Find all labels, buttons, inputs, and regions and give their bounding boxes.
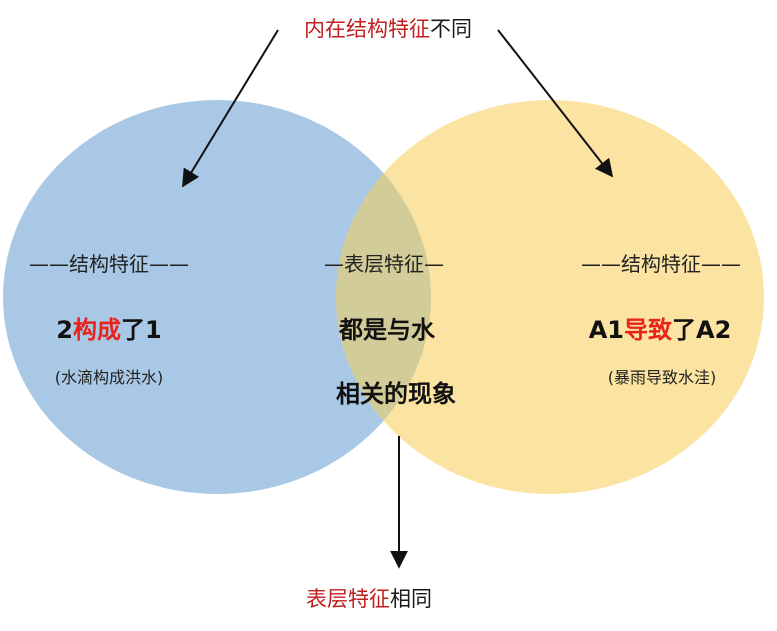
right-relation-a: A1 [588,316,624,344]
bottom-caption: 表层特征相同 [306,583,432,613]
arrow-top-right [497,29,614,178]
bottom-caption-rest: 相同 [390,587,432,611]
middle-line-2: 相关的现象 [336,380,456,408]
right-structure-label: ——结构特征—— [581,252,741,276]
left-circle [3,100,431,494]
top-caption-rest: 不同 [430,17,472,41]
right-relation: A1导致了A2 [589,310,732,345]
top-caption: 内在结构特征不同 [304,13,472,43]
middle-surface-label: —表层特征— [324,252,444,276]
middle-line-1: 都是与水 [339,316,435,344]
top-caption-highlight: 内在结构特征 [304,17,430,41]
right-relation-b: 了A2 [672,316,732,344]
right-circle [336,100,764,494]
left-relation-a: 2 [56,316,73,344]
bottom-caption-highlight: 表层特征 [306,587,390,611]
left-example: (水滴构成洪水) [54,368,164,387]
left-structure-label: ——结构特征—— [29,252,189,276]
arrow-top-left [182,29,279,188]
left-relation-b: 了1 [121,316,162,344]
right-relation-verb: 导致 [624,316,672,344]
left-relation: 2构成了1 [56,310,161,345]
left-relation-verb: 构成 [73,316,121,344]
right-example: (暴雨导致水洼) [607,368,717,387]
